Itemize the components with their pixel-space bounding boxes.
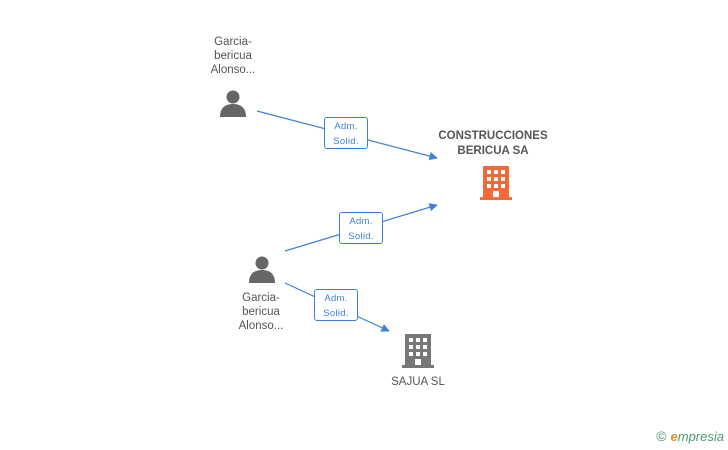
watermark: ©empresia bbox=[656, 428, 724, 444]
relation-badge: Adm. Solid. bbox=[339, 212, 383, 244]
building-icon[interactable] bbox=[480, 166, 512, 200]
brand-logo-initial: e bbox=[670, 429, 678, 444]
person-icon[interactable] bbox=[220, 90, 246, 118]
company-name-label[interactable]: CONSTRUCCIONES BERICUA SA bbox=[438, 130, 548, 157]
company-name-label[interactable]: SAJUA SL bbox=[391, 376, 445, 388]
building-icon[interactable] bbox=[402, 334, 434, 368]
brand-logo-text: mpresia bbox=[677, 429, 724, 444]
relation-badge: Adm. Solid. bbox=[324, 117, 368, 149]
relation-badge: Adm. Solid. bbox=[314, 289, 358, 321]
person-name-label[interactable]: Garcia- bericua Alonso... bbox=[210, 36, 256, 76]
copyright-symbol: © bbox=[656, 428, 667, 444]
person-icon[interactable] bbox=[249, 256, 275, 284]
person-name-label[interactable]: Garcia- bericua Alonso... bbox=[238, 292, 284, 332]
